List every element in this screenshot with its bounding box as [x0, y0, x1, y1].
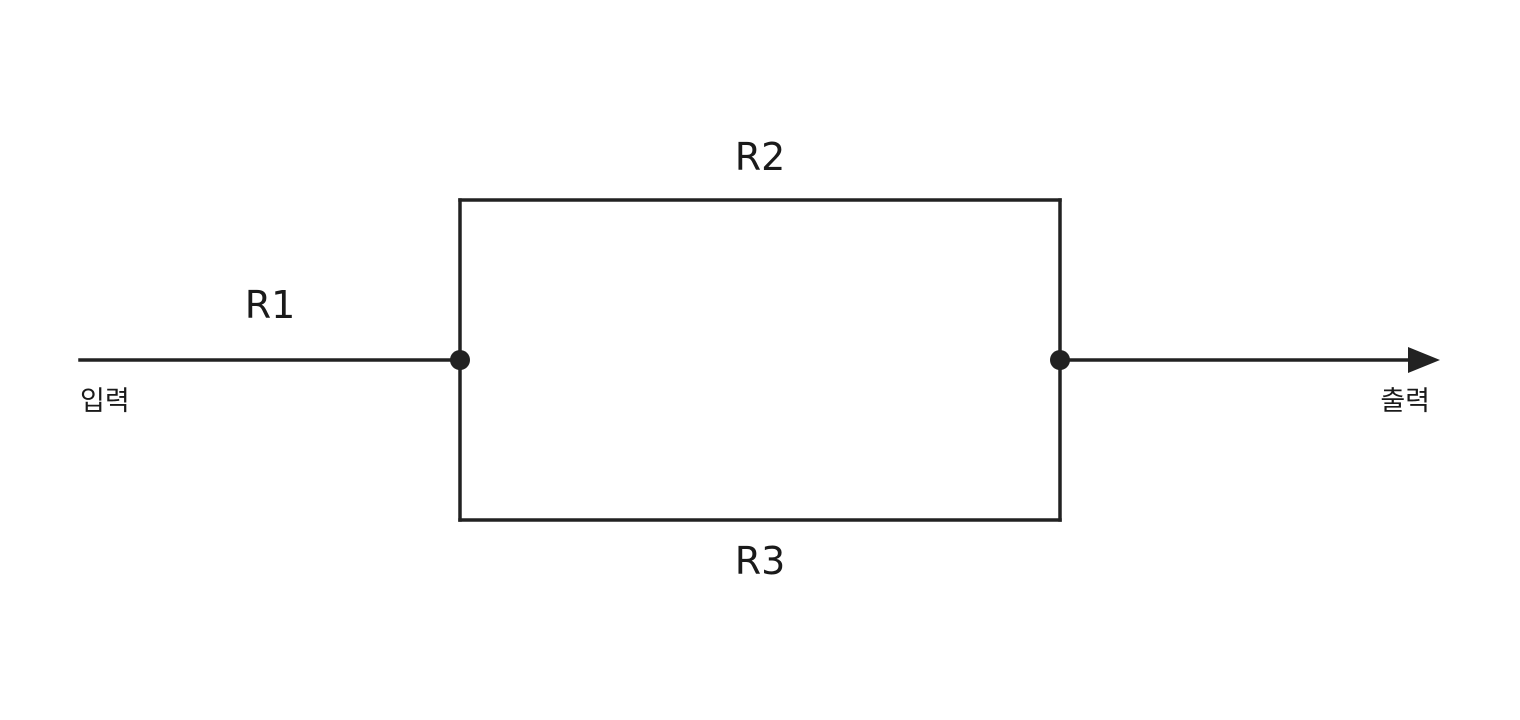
label-r2: R2	[735, 135, 786, 179]
label-output: 출력	[1380, 386, 1430, 417]
label-input: 입력	[80, 386, 130, 417]
right-junction-node	[1050, 350, 1070, 370]
label-r3: R3	[735, 539, 786, 583]
left-junction-node	[450, 350, 470, 370]
output-arrow-icon	[1408, 347, 1440, 373]
label-r1: R1	[245, 283, 296, 327]
